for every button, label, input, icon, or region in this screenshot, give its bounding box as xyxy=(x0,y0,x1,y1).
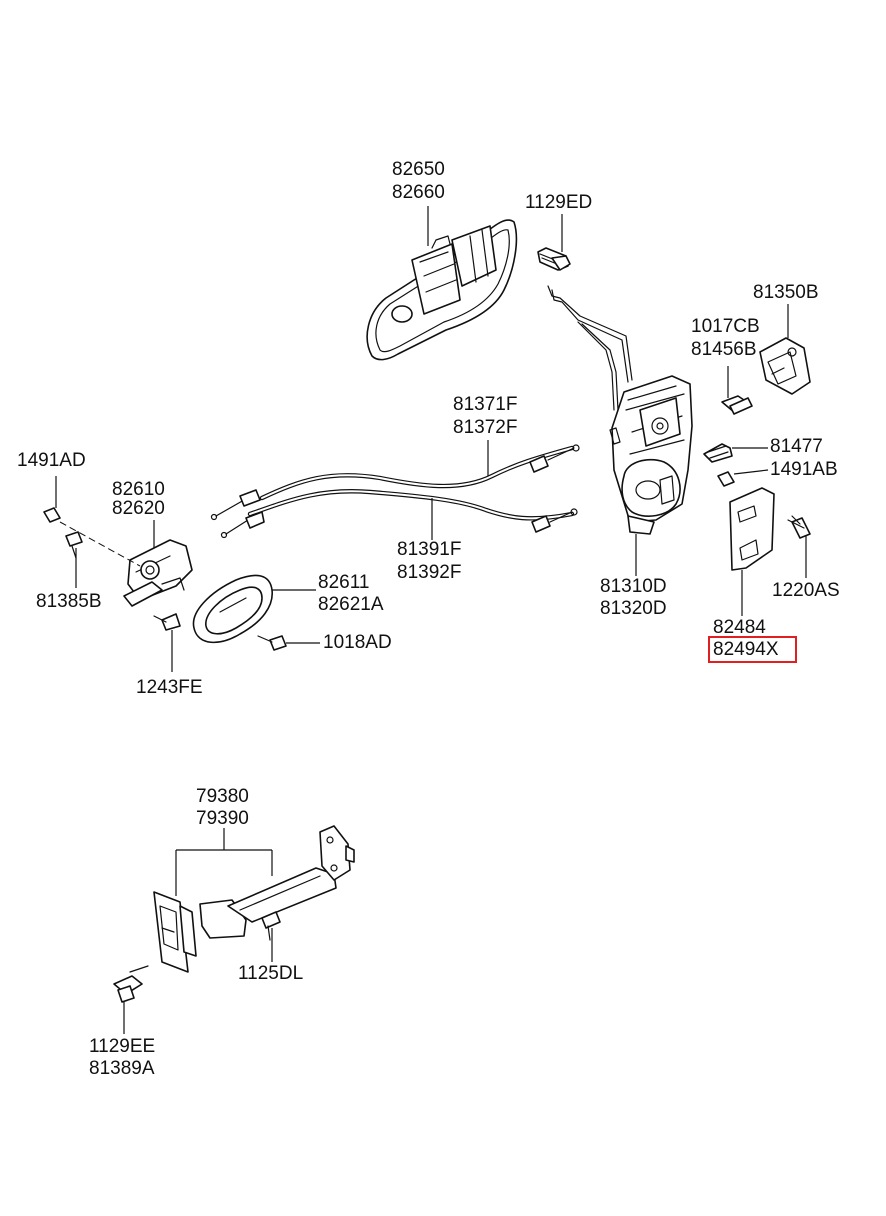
inside-handle-bezel-drawing xyxy=(192,574,273,644)
cable-drawing xyxy=(210,444,580,539)
label-81477: 81477 xyxy=(770,436,823,457)
label-1125dl: 1125DL xyxy=(238,963,304,984)
label-79380: 79380 xyxy=(196,786,249,807)
screw-1243fe-drawing xyxy=(153,613,181,631)
screw-81477-drawing xyxy=(703,443,733,463)
label-82620: 82620 xyxy=(112,498,165,519)
label-81389a: 81389A xyxy=(89,1058,155,1079)
label-1491ad: 1491AD xyxy=(17,450,86,471)
label-82610: 82610 xyxy=(112,479,165,500)
label-81320d: 81320D xyxy=(600,598,667,619)
label-1129ee: 1129EE xyxy=(89,1036,156,1057)
label-82611: 82611 xyxy=(318,572,370,593)
latch-drawing xyxy=(609,375,693,535)
outside-handle-drawing xyxy=(366,219,518,361)
label-81391f: 81391F xyxy=(397,539,462,560)
label-82650: 82650 xyxy=(392,159,445,180)
label-1491ab: 1491AB xyxy=(770,459,838,480)
label-1129ed: 1129ED xyxy=(525,192,593,213)
label-82494x[interactable]: 82494X xyxy=(713,639,779,660)
label-81310d: 81310D xyxy=(600,576,667,597)
highlight-box xyxy=(708,636,797,663)
label-81371f: 81371F xyxy=(453,394,518,415)
screw-1220as-drawing xyxy=(787,515,811,539)
label-81372f: 81372F xyxy=(453,417,518,438)
clip-1491ab-drawing xyxy=(717,471,735,487)
label-1018ad: 1018AD xyxy=(323,632,392,653)
label-1017cb: 1017CB xyxy=(691,316,760,337)
label-82621a: 82621A xyxy=(318,594,384,615)
label-79390: 79390 xyxy=(196,808,249,829)
bolt-1129ee-drawing xyxy=(113,965,149,1003)
label-81385b: 81385B xyxy=(36,591,102,612)
label-82660: 82660 xyxy=(392,182,445,203)
inside-handle-base-drawing xyxy=(123,539,193,607)
label-81350b: 81350B xyxy=(753,282,819,303)
label-82484: 82484 xyxy=(713,617,766,638)
striker-bracket-drawing xyxy=(759,337,811,395)
label-81392f: 81392F xyxy=(397,562,462,583)
label-1220as: 1220AS xyxy=(772,580,840,601)
screw-1018ad-drawing xyxy=(257,635,287,651)
bolt-1125dl-drawing xyxy=(261,911,281,941)
door-checker-drawing xyxy=(153,825,355,973)
screw-81385b-drawing xyxy=(65,531,83,559)
bolt-washer-drawing xyxy=(721,395,753,415)
label-1243fe: 1243FE xyxy=(136,677,203,698)
label-81456b: 81456B xyxy=(691,339,757,360)
clip-1491ad-drawing xyxy=(43,507,61,523)
cover-drawing xyxy=(729,487,775,571)
bolt-1129ed-drawing xyxy=(537,247,571,271)
